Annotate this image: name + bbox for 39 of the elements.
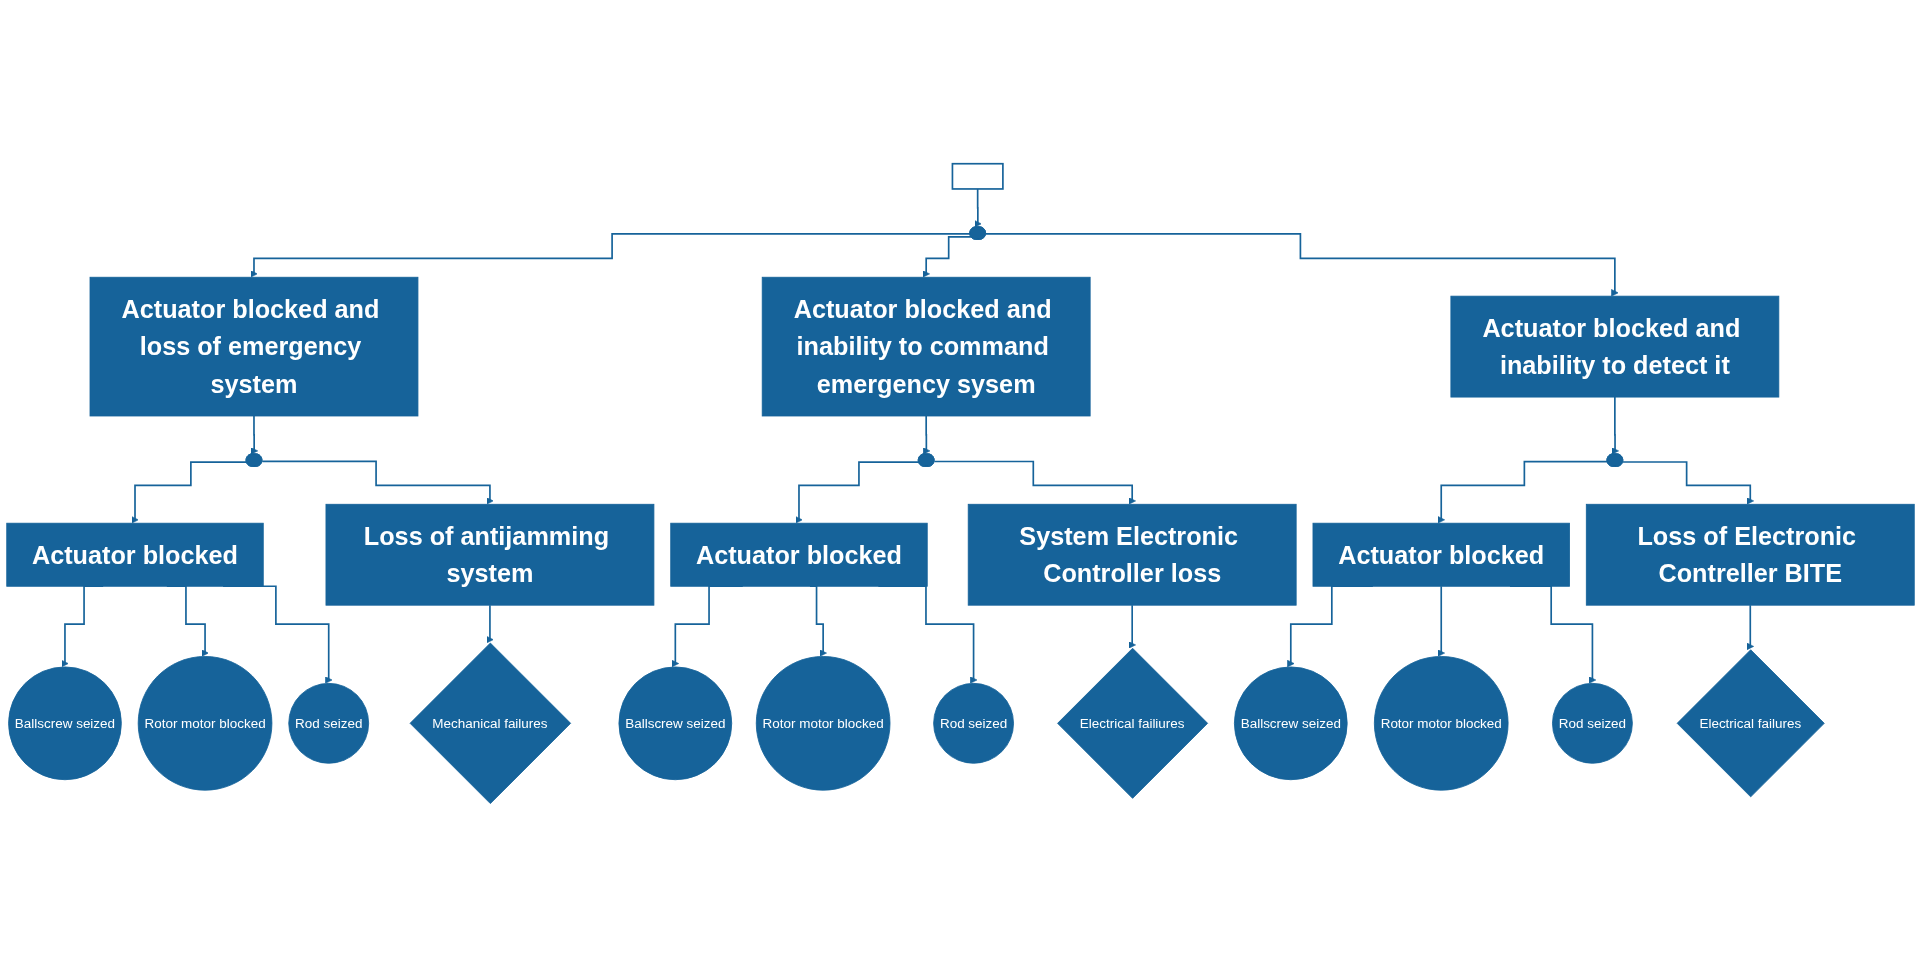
node-box: Actuator blocked and loss of emergency system — [89, 277, 419, 417]
node-circle: Ballscrew seized — [618, 666, 733, 781]
node-box — [951, 163, 1004, 191]
arrow — [1437, 461, 1609, 524]
node-box: Actuator blocked and inability to command emergency sysem — [761, 277, 1091, 417]
node-circle: Rotor motor blocked — [1373, 656, 1509, 791]
arrow — [922, 236, 973, 278]
node-diamond: Mechanical failures — [409, 642, 572, 805]
node-diamond: Electrical failures — [1676, 649, 1825, 798]
arrow — [922, 415, 931, 455]
node-circle: Ballscrew seized — [8, 666, 122, 781]
node-circle: Rotor motor blocked — [137, 656, 273, 791]
node-circle: Ballscrew seized — [1233, 666, 1348, 781]
node-circle: Rod seized — [1552, 683, 1633, 765]
arrow — [974, 188, 982, 228]
arrow — [933, 461, 1136, 505]
node-diamond: Electrical failiures — [1057, 648, 1209, 800]
arrow — [131, 461, 248, 524]
node-circle: Rod seized — [933, 683, 1014, 765]
arrow — [261, 460, 494, 505]
arrow — [985, 233, 1619, 297]
node-box: Actuator blocked and inability to detect it — [1450, 296, 1780, 398]
arrow — [1128, 604, 1136, 649]
arrow — [1622, 461, 1754, 505]
node-box: Actuator blocked — [1312, 523, 1570, 587]
node-circle: Rod seized — [288, 683, 370, 765]
node-box: Loss of Electronic Contreller BITE — [1585, 504, 1915, 606]
arrow — [1611, 396, 1619, 455]
node-box: Actuator blocked — [670, 523, 928, 587]
arrow — [795, 461, 920, 524]
arrow — [250, 415, 259, 455]
node-box: System Electronic Controller loss — [967, 504, 1297, 606]
arrow — [486, 604, 494, 644]
arrow — [1746, 604, 1754, 651]
node-box: Actuator blocked — [6, 523, 264, 587]
node-circle: Rotor motor blocked — [755, 656, 891, 791]
node-box: Loss of antijamming system — [325, 504, 655, 606]
arrow — [1437, 585, 1445, 658]
arrow — [250, 233, 972, 278]
